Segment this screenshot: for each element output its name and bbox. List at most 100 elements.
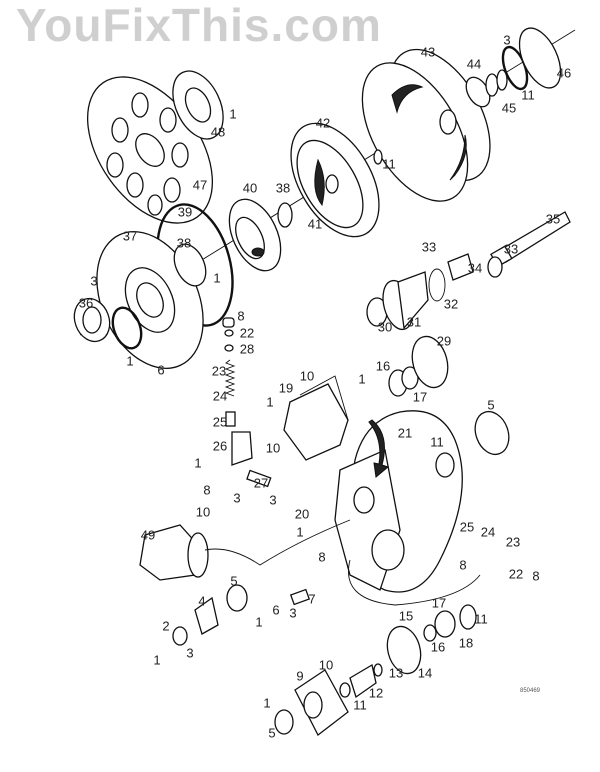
- snap-ring-11: [459, 604, 477, 630]
- part-label: 3: [269, 492, 277, 508]
- spring-24: [224, 359, 236, 397]
- bearing-17: [401, 366, 419, 390]
- part-label: 29: [436, 333, 452, 349]
- part-label: 21: [397, 425, 413, 441]
- part-label: 42: [315, 115, 331, 131]
- ring-11: [496, 69, 508, 91]
- ring-33: [428, 268, 446, 302]
- part-label: 3: [186, 645, 194, 661]
- part-label: 1: [255, 614, 263, 630]
- part-label: 31: [406, 314, 422, 330]
- flex-plate-47: [86, 76, 214, 224]
- part-label: 39: [177, 204, 193, 220]
- part-label: 8: [237, 308, 245, 324]
- part-label: 4: [198, 593, 206, 609]
- part-label: 17: [412, 389, 428, 405]
- part-label: 44: [466, 56, 482, 72]
- part-label: 24: [480, 524, 496, 540]
- part-label: 41: [307, 216, 323, 232]
- part-label: 2: [162, 618, 170, 634]
- part-label: 48: [210, 124, 226, 140]
- part-label: 47: [192, 177, 208, 193]
- part-label: 10: [318, 657, 334, 673]
- part-label: 3: [90, 273, 98, 289]
- plug-8: [222, 317, 235, 328]
- part-label: 11: [521, 87, 535, 103]
- part-label: 5: [487, 397, 495, 413]
- reference-number: 850469: [520, 688, 541, 694]
- part-label: 23: [505, 534, 521, 550]
- part-label: 20: [294, 506, 310, 522]
- part-label: 45: [501, 100, 517, 116]
- tube-27: [246, 469, 272, 488]
- part-label: 33: [421, 239, 437, 255]
- part-label: 1: [263, 695, 271, 711]
- ring-3: [172, 626, 188, 646]
- part-label: 33: [503, 241, 519, 257]
- snap-ring-11: [373, 149, 383, 165]
- part-label: 38: [176, 235, 192, 251]
- part-label: 1: [296, 524, 304, 540]
- part-label: 10: [265, 440, 281, 456]
- hydraulic-pump-49: [139, 524, 209, 581]
- cover-46: [518, 27, 562, 89]
- part-label: 6: [272, 602, 280, 618]
- part-label: 27: [253, 475, 269, 491]
- valve-body-26: [231, 431, 253, 466]
- part-label: 7: [308, 591, 316, 607]
- part-label: 38: [275, 180, 291, 196]
- gasket-line: [204, 519, 351, 566]
- part-label: 1: [213, 270, 221, 286]
- part-label: 9: [296, 668, 304, 684]
- part-label: 26: [212, 438, 228, 454]
- gear-29: [411, 335, 449, 389]
- part-label: 35: [545, 211, 561, 227]
- ring-11: [435, 452, 455, 478]
- part-label: 30: [377, 319, 393, 335]
- part-label: 11: [353, 697, 367, 713]
- part-label: 1: [153, 652, 161, 668]
- part-label: 25: [459, 519, 475, 535]
- ring-11: [339, 682, 351, 698]
- seal-5: [274, 709, 294, 735]
- yoke-4: [194, 596, 219, 635]
- spacer-16: [423, 624, 437, 642]
- part-label: 49: [140, 527, 156, 543]
- seal-5: [474, 410, 510, 456]
- oring-28: [224, 344, 234, 352]
- bearing-36: [73, 297, 111, 343]
- part-label: 8: [318, 549, 326, 565]
- part-label: 1: [229, 106, 237, 122]
- part-label: 8: [203, 482, 211, 498]
- hub-31: [382, 271, 429, 331]
- snap-ring-33: [487, 256, 503, 278]
- part-label: 12: [368, 685, 384, 701]
- part-label: 5: [230, 573, 238, 589]
- part-label: 3: [289, 605, 297, 621]
- ring-13: [373, 663, 383, 677]
- transmission-housing-21: [334, 410, 463, 593]
- pump-37: [96, 231, 207, 369]
- part-label: 1: [266, 394, 274, 410]
- gasket-10: [299, 375, 349, 421]
- part-label: 1: [358, 371, 366, 387]
- part-label: 1: [194, 455, 202, 471]
- turbine-42: [290, 122, 380, 238]
- part-label: 43: [420, 44, 436, 60]
- part-label: 34: [467, 260, 483, 276]
- part-label: 37: [122, 228, 138, 244]
- part-label: 32: [443, 296, 459, 312]
- part-label: 24: [212, 388, 228, 404]
- part-label: 11: [430, 434, 444, 450]
- part-label: 10: [195, 504, 211, 520]
- bearing-17: [434, 610, 456, 638]
- stator-40: [228, 198, 282, 272]
- washer-38: [277, 202, 293, 228]
- part-label: 22: [508, 566, 524, 582]
- cover-19: [283, 383, 349, 461]
- watermark: YouFixThis.com: [16, 0, 382, 51]
- impeller-housing-43: [361, 48, 491, 202]
- part-label: 28: [239, 341, 255, 357]
- part-label: 13: [388, 665, 404, 681]
